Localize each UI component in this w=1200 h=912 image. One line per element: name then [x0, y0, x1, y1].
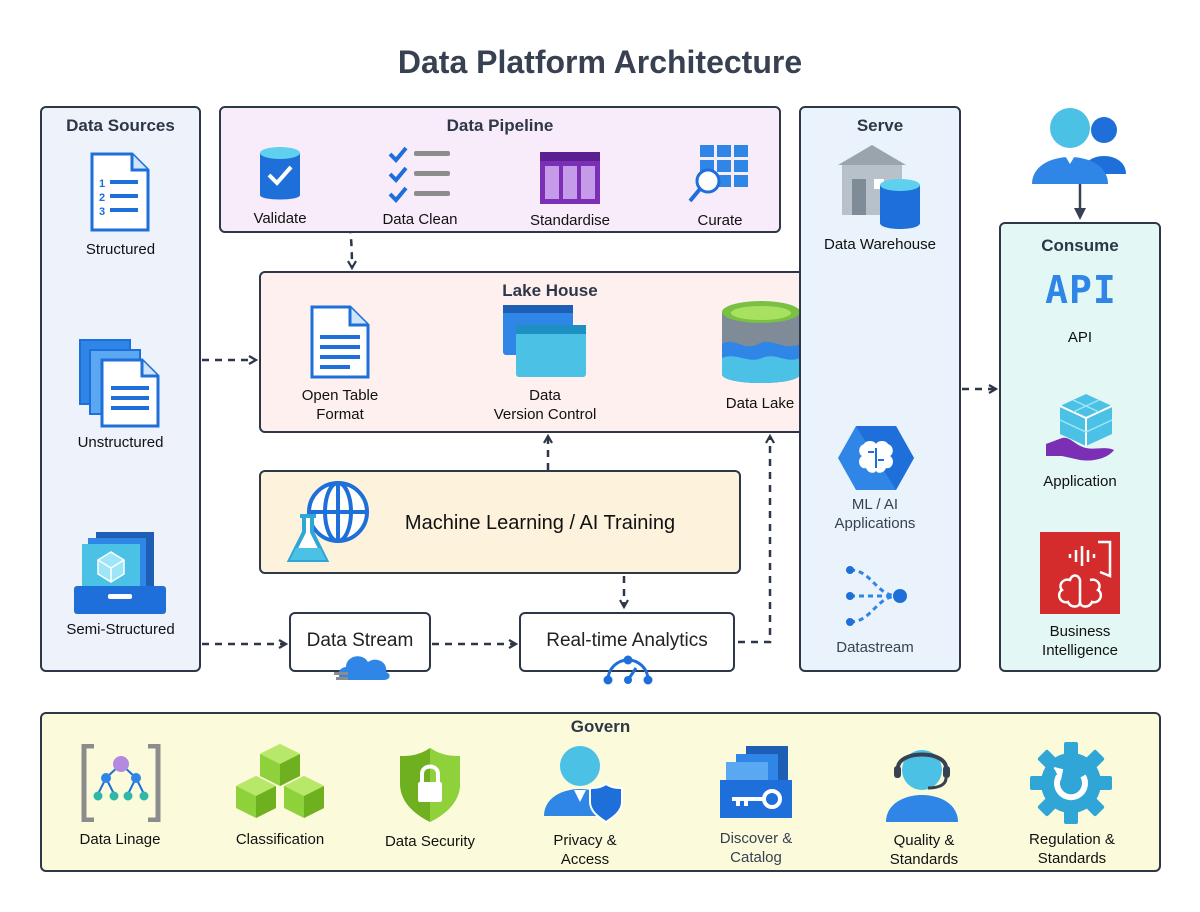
- datastream-merge-icon: [846, 566, 907, 626]
- svg-text:1: 1: [99, 178, 105, 190]
- svg-text:2: 2: [99, 192, 105, 204]
- open-table-format-line2: Format: [316, 406, 364, 423]
- business-intelligence-line2: Intelligence: [1042, 642, 1118, 659]
- diagram-title: Data Platform Architecture: [397, 44, 803, 80]
- business-intelligence-label: Business Intelligence: [999, 622, 1161, 660]
- structured-label: Structured: [85, 241, 156, 258]
- business-intelligence-line1: Business: [1049, 623, 1111, 640]
- privacy-access-line2: Access: [560, 851, 610, 868]
- semi-structured-drawer-icon: [74, 532, 166, 614]
- data-version-control-icon: [503, 305, 586, 377]
- regulation-standards-line1: Regulation &: [1029, 831, 1115, 848]
- data-linage-label: Data Linage: [79, 831, 161, 848]
- unstructured-documents-icon: [79, 339, 160, 428]
- open-table-format-label: Open Table Format: [280, 386, 400, 424]
- discover-catalog-line1: Discover &: [719, 830, 793, 847]
- users-icon: [1032, 108, 1126, 184]
- privacy-access-label: Privacy & Access: [525, 831, 645, 869]
- govern-title: Govern: [570, 717, 631, 736]
- data-lake-bucket-icon: [722, 301, 800, 383]
- ml-training-label: Machine Learning / AI Training: [404, 512, 676, 534]
- standardise-label: Standardise: [529, 212, 611, 229]
- ml-ai-brain-hexagon-icon: [838, 426, 914, 490]
- application-cube-hand-icon: [1046, 394, 1114, 461]
- validate-label: Validate: [253, 210, 307, 227]
- gauge-network-icon: [603, 655, 653, 685]
- data-warehouse-label: Data Warehouse: [823, 236, 936, 253]
- consume-title: Consume: [1041, 236, 1119, 255]
- validate-database-icon: [260, 147, 300, 200]
- ml-ai-applications-line1: ML / AI: [851, 496, 899, 513]
- regulation-gear-icon: [1030, 742, 1112, 824]
- quality-standards-label: Quality & Standards: [864, 831, 984, 869]
- arrow-realtime-to-datalake: [738, 436, 770, 644]
- data-pipeline-panel: Data Pipeline: [219, 106, 781, 233]
- classification-cubes-icon: [236, 744, 324, 818]
- structured-document-icon: 1 2 3: [90, 152, 150, 232]
- classification-label: Classification: [235, 831, 325, 848]
- regulation-standards-line2: Standards: [1037, 850, 1107, 867]
- globe-flask-icon: [286, 481, 369, 562]
- discover-catalog-label: Discover & Catalog: [696, 829, 816, 867]
- quality-standards-line2: Standards: [889, 851, 959, 868]
- regulation-standards-label: Regulation & Standards: [1012, 830, 1132, 868]
- data-pipeline-title: Data Pipeline: [446, 116, 554, 135]
- curate-grid-search-icon: [688, 145, 748, 203]
- data-sources-title: Data Sources: [66, 116, 175, 135]
- discover-catalog-line2: Catalog: [730, 849, 782, 866]
- data-version-control-line1: Data: [529, 387, 561, 404]
- api-label: API: [1067, 329, 1093, 346]
- data-stream-label: Data Stream: [306, 630, 414, 651]
- realtime-analytics-label: Real-time Analytics: [546, 630, 708, 651]
- discover-catalog-key-icon: [720, 746, 792, 818]
- serve-title: Serve: [856, 116, 904, 135]
- data-clean-checklist-icon: [388, 146, 450, 203]
- unstructured-label: Unstructured: [77, 434, 164, 451]
- ml-ai-applications-line2: Applications: [834, 515, 916, 532]
- data-lake-label: Data Lake: [725, 395, 795, 412]
- cloud-stream-icon: [334, 656, 390, 680]
- quality-headset-user-icon: [886, 750, 958, 822]
- datastream-label: Datastream: [836, 639, 914, 656]
- api-icon: API: [1045, 268, 1117, 312]
- data-warehouse-icon: [838, 145, 920, 229]
- open-table-format-line1: Open Table: [301, 387, 379, 404]
- open-table-format-document-icon: [310, 305, 370, 379]
- privacy-access-line1: Privacy &: [553, 832, 617, 849]
- data-linage-tree-icon: [81, 744, 161, 822]
- lake-house-title: Lake House: [502, 281, 598, 300]
- standardise-table-icon: [540, 152, 600, 204]
- realtime-analytics-box: [519, 612, 735, 672]
- data-version-control-label: Data Version Control: [475, 386, 615, 424]
- semi-structured-label: Semi-Structured: [66, 621, 175, 638]
- privacy-user-shield-icon: [544, 746, 623, 824]
- business-intelligence-brain-icon: [1040, 532, 1120, 614]
- data-security-label: Data Security: [384, 833, 476, 850]
- data-version-control-line2: Version Control: [493, 406, 597, 423]
- data-clean-label: Data Clean: [382, 211, 458, 228]
- ml-ai-applications-label: ML / AI Applications: [799, 495, 951, 533]
- curate-label: Curate: [697, 212, 743, 229]
- quality-standards-line1: Quality &: [893, 832, 955, 849]
- data-security-shield-lock-icon: [400, 748, 460, 822]
- svg-text:3: 3: [99, 206, 105, 218]
- application-label: Application: [1043, 473, 1117, 490]
